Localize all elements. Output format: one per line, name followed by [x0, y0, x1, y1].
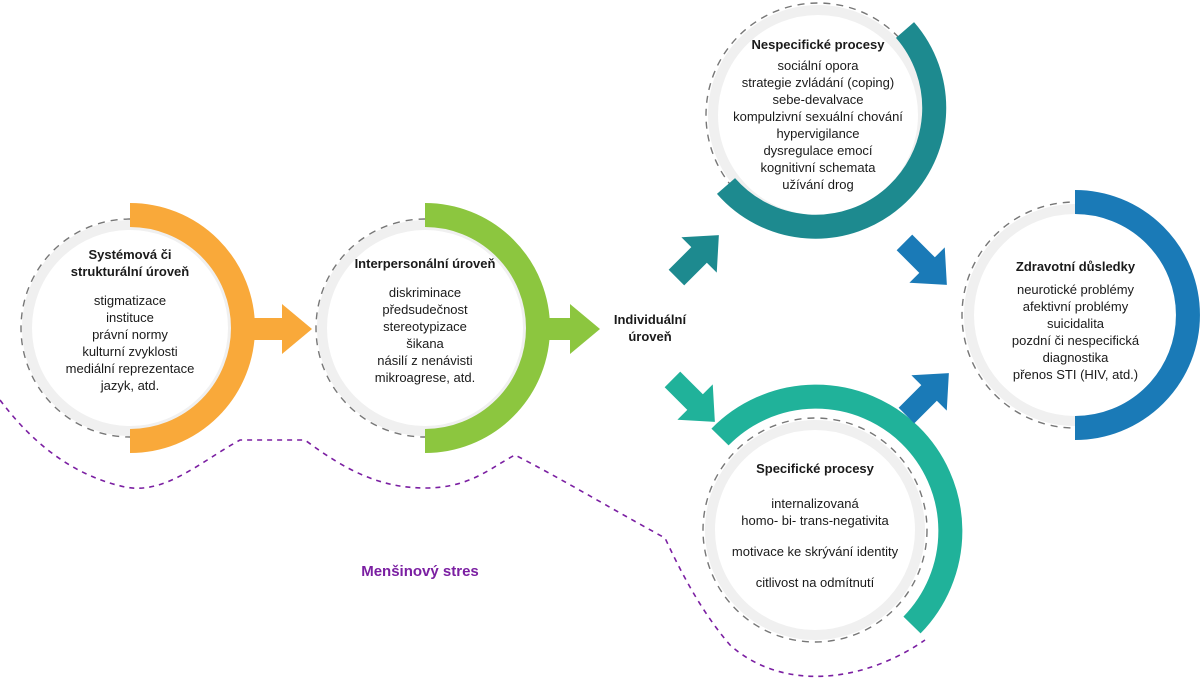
node-interpersonal-graphic — [315, 203, 550, 453]
list-item: mikroagrese, atd. — [374, 370, 476, 385]
list-item: motivace ke skrývání identity — [731, 544, 899, 559]
node-specific-title: Specifické procesy — [756, 461, 874, 476]
list-item: neurotické problémy — [1016, 282, 1135, 297]
list-item: dysregulace emocí — [763, 143, 873, 158]
list-item: užívání drog — [782, 177, 854, 192]
list-item: pozdní či nespecifická — [1011, 333, 1140, 348]
list-item: kompulzivní sexuální chování — [733, 109, 903, 124]
node-interpersonal-items: diskriminace předsudečnost stereotypizac… — [350, 284, 500, 386]
node-health-graphic — [961, 190, 1200, 440]
node-health-title: Zdravotní důsledky — [1015, 259, 1136, 274]
list-item: sebe-devalvace — [772, 92, 864, 107]
node-specific-graphic — [702, 384, 963, 643]
list-item: diagnostika — [1042, 350, 1109, 365]
list-item: hypervigilance — [776, 126, 860, 141]
list-item: násilí z nenávisti — [377, 353, 473, 368]
node-systemic-items: stigmatizace instituce právní normy kult… — [55, 292, 205, 394]
list-item: sociální opora — [777, 58, 859, 73]
arrow-to-specific — [664, 371, 715, 422]
list-item: internalizovaná — [771, 496, 859, 511]
list-item: stigmatizace — [93, 293, 167, 308]
node-health: Zdravotní důsledky neurotické problémy a… — [998, 258, 1153, 383]
arrow-to-nonspecific — [668, 235, 719, 286]
interpersonal-arc — [424, 203, 550, 453]
node-specific: Specifické procesy internalizovaná homo-… — [715, 460, 915, 591]
list-item: šikana — [406, 336, 444, 351]
node-individual-title: Individuální úroveň — [613, 312, 687, 344]
node-systemic-graphic — [20, 203, 255, 453]
list-item: jazyk, atd. — [100, 378, 160, 393]
node-specific-items: internalizovaná homo- bi- trans-negativi… — [715, 495, 915, 591]
arrow-nonspecific-to-health — [896, 234, 947, 285]
systemic-arc — [129, 203, 255, 453]
list-item: diskriminace — [388, 285, 462, 300]
nonspecific-arc — [716, 22, 947, 239]
node-interpersonal-title: Interpersonální úroveň — [354, 256, 496, 271]
list-item: strategie zvládání (coping) — [741, 75, 895, 90]
arrow-interpersonal-to-individual — [545, 304, 600, 354]
arrow-systemic-to-interpersonal — [253, 304, 312, 354]
list-item: suicidalita — [1046, 316, 1105, 331]
list-item: kulturní zvyklosti — [82, 344, 178, 359]
node-nonspecific-title: Nespecifické procesy — [751, 37, 885, 52]
list-item: právní normy — [92, 327, 168, 342]
node-nonspecific-items: sociální opora strategie zvládání (copin… — [718, 57, 918, 193]
list-item: předsudečnost — [382, 302, 468, 317]
arrow-specific-to-health — [898, 373, 949, 424]
node-health-items: neurotické problémy afektivní problémy s… — [998, 281, 1153, 383]
list-item: homo- bi- trans-negativita — [741, 513, 889, 528]
minority-stress-boundary — [0, 399, 926, 678]
list-item: afektivní problémy — [1022, 299, 1129, 314]
node-systemic-title: Systémová či strukturální úroveň — [70, 247, 190, 279]
node-nonspecific: Nespecifické procesy sociální opora stra… — [718, 36, 918, 193]
node-nonspecific-graphic — [705, 2, 947, 239]
node-interpersonal: Interpersonální úroveň diskriminace před… — [350, 255, 500, 386]
list-item: citlivost na odmítnutí — [755, 575, 875, 590]
list-item: mediální reprezentace — [65, 361, 195, 376]
specific-arc — [711, 384, 963, 634]
list-item: stereotypizace — [383, 319, 467, 334]
list-item: instituce — [106, 310, 154, 325]
node-systemic: Systémová či strukturální úroveň stigmat… — [55, 246, 205, 394]
list-item: přenos STI (HIV, atd.) — [1012, 367, 1139, 382]
health-arc — [1074, 190, 1200, 440]
minority-stress-label: Menšinový stres — [361, 563, 479, 580]
list-item: kognitivní schemata — [760, 160, 876, 175]
